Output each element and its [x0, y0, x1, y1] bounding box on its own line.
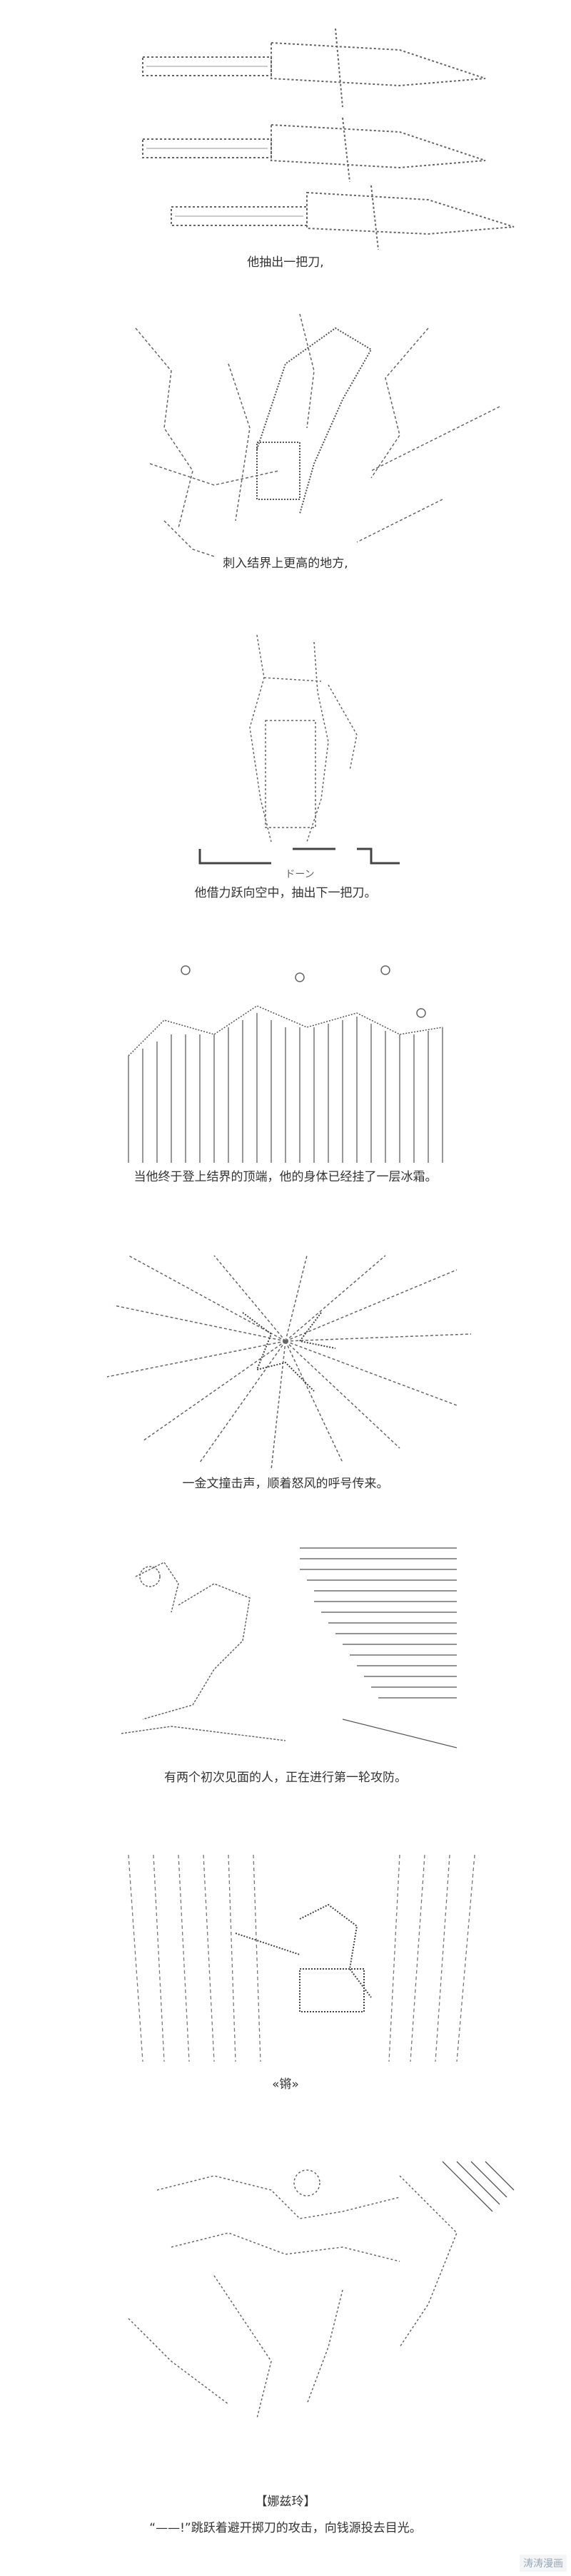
panel-7-art [128, 1854, 475, 2062]
caption-3: 他借力跃向空中，抽出下一把刀。 [194, 886, 377, 900]
caption-4: 当他终于登上结界的顶端，他的身体已经挂了一层冰霜。 [133, 1170, 438, 1184]
caption-5: 一金文撞击声，顺着怒风的呼号传来。 [182, 1477, 389, 1491]
panel-6: 有两个初次见面的人，正在进行第一轮攻防。 [0, 1519, 571, 1826]
caption-6: 有两个初次见面的人，正在进行第一轮攻防。 [164, 1771, 407, 1785]
panel-7: «锵» [0, 1826, 571, 2133]
panel-8: 【娜兹玲】 “——!”跳跃着避开掷刀的攻击，向钱源投去目光。 涛涛漫画 [0, 2133, 571, 2576]
panel-5-art [106, 1255, 472, 1470]
panel-2-art [135, 313, 500, 557]
caption-8: 【娜兹玲】 [255, 2495, 316, 2509]
caption-7: «锵» [272, 2077, 299, 2092]
panel-4: 当他终于登上结界的顶端，他的身体已经挂了一层冰霜。 [0, 927, 571, 1227]
panel-6-art [121, 1547, 458, 1748]
panel-4-art [128, 965, 443, 1163]
panel-3-art-text: ドーン [285, 869, 314, 880]
panel-3: ドーン 他借力跃向空中，抽出下一把刀。 [0, 614, 571, 927]
caption-9: “——!”跳跃着避开掷刀的攻击，向钱源投去目光。 [149, 2521, 422, 2535]
watermark: 涛涛漫画 [520, 2555, 567, 2572]
panel-3-art: ドーン [198, 634, 400, 880]
panel-1-art [142, 28, 515, 250]
panel-2: 刺入结界上更高的地方, [0, 285, 571, 614]
caption-1: 他抽出一把刀, [247, 255, 324, 270]
panel-1: 他抽出一把刀, [0, 0, 571, 285]
caption-2: 刺入结界上更高的地方, [223, 556, 348, 571]
panel-8-art [128, 2161, 515, 2419]
panel-5: 一金文撞击声，顺着怒风的呼号传来。 [0, 1227, 571, 1519]
